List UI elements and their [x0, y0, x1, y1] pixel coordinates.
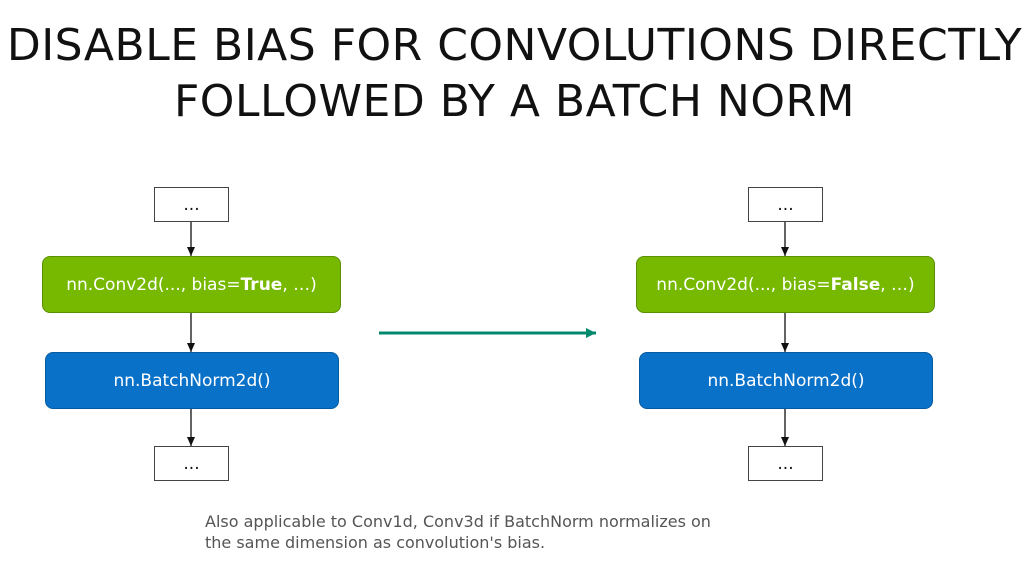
left-bottom-ellipsis-box: ... [154, 446, 229, 481]
right-batchnorm-text: nn.BatchNorm2d() [707, 370, 865, 391]
left-conv2d-bias-value: True [240, 274, 283, 295]
footnote-line-2: the same dimension as convolution's bias… [205, 533, 546, 552]
left-batchnorm-box: nn.BatchNorm2d() [45, 352, 339, 409]
right-bottom-ellipsis-text: ... [777, 453, 794, 474]
right-bottom-ellipsis-box: ... [748, 446, 823, 481]
right-top-ellipsis-box: ... [748, 187, 823, 222]
left-conv2d-suffix: , …) [282, 274, 317, 295]
left-bottom-ellipsis-text: ... [183, 453, 200, 474]
left-conv2d-box: nn.Conv2d(..., bias=True, …) [42, 256, 341, 313]
right-conv2d-prefix: nn.Conv2d(..., bias= [656, 274, 831, 295]
left-top-ellipsis-box: ... [154, 187, 229, 222]
right-conv2d-suffix: , …) [880, 274, 915, 295]
left-top-ellipsis-text: ... [183, 194, 200, 215]
right-conv2d-bias-value: False [830, 274, 881, 295]
footnote-line-1: Also applicable to Conv1d, Conv3d if Bat… [205, 512, 711, 531]
left-conv2d-prefix: nn.Conv2d(..., bias= [66, 274, 241, 295]
footnote: Also applicable to Conv1d, Conv3d if Bat… [205, 511, 785, 553]
title-line-1: DISABLE BIAS FOR CONVOLUTIONS DIRECTLY [6, 20, 1023, 71]
left-batchnorm-text: nn.BatchNorm2d() [113, 370, 271, 391]
page-title: DISABLE BIAS FOR CONVOLUTIONS DIRECTLY F… [0, 18, 1029, 130]
right-conv2d-box: nn.Conv2d(..., bias=False, …) [636, 256, 935, 313]
right-batchnorm-box: nn.BatchNorm2d() [639, 352, 933, 409]
right-top-ellipsis-text: ... [777, 194, 794, 215]
title-line-2: FOLLOWED BY A BATCH NORM [174, 76, 855, 127]
